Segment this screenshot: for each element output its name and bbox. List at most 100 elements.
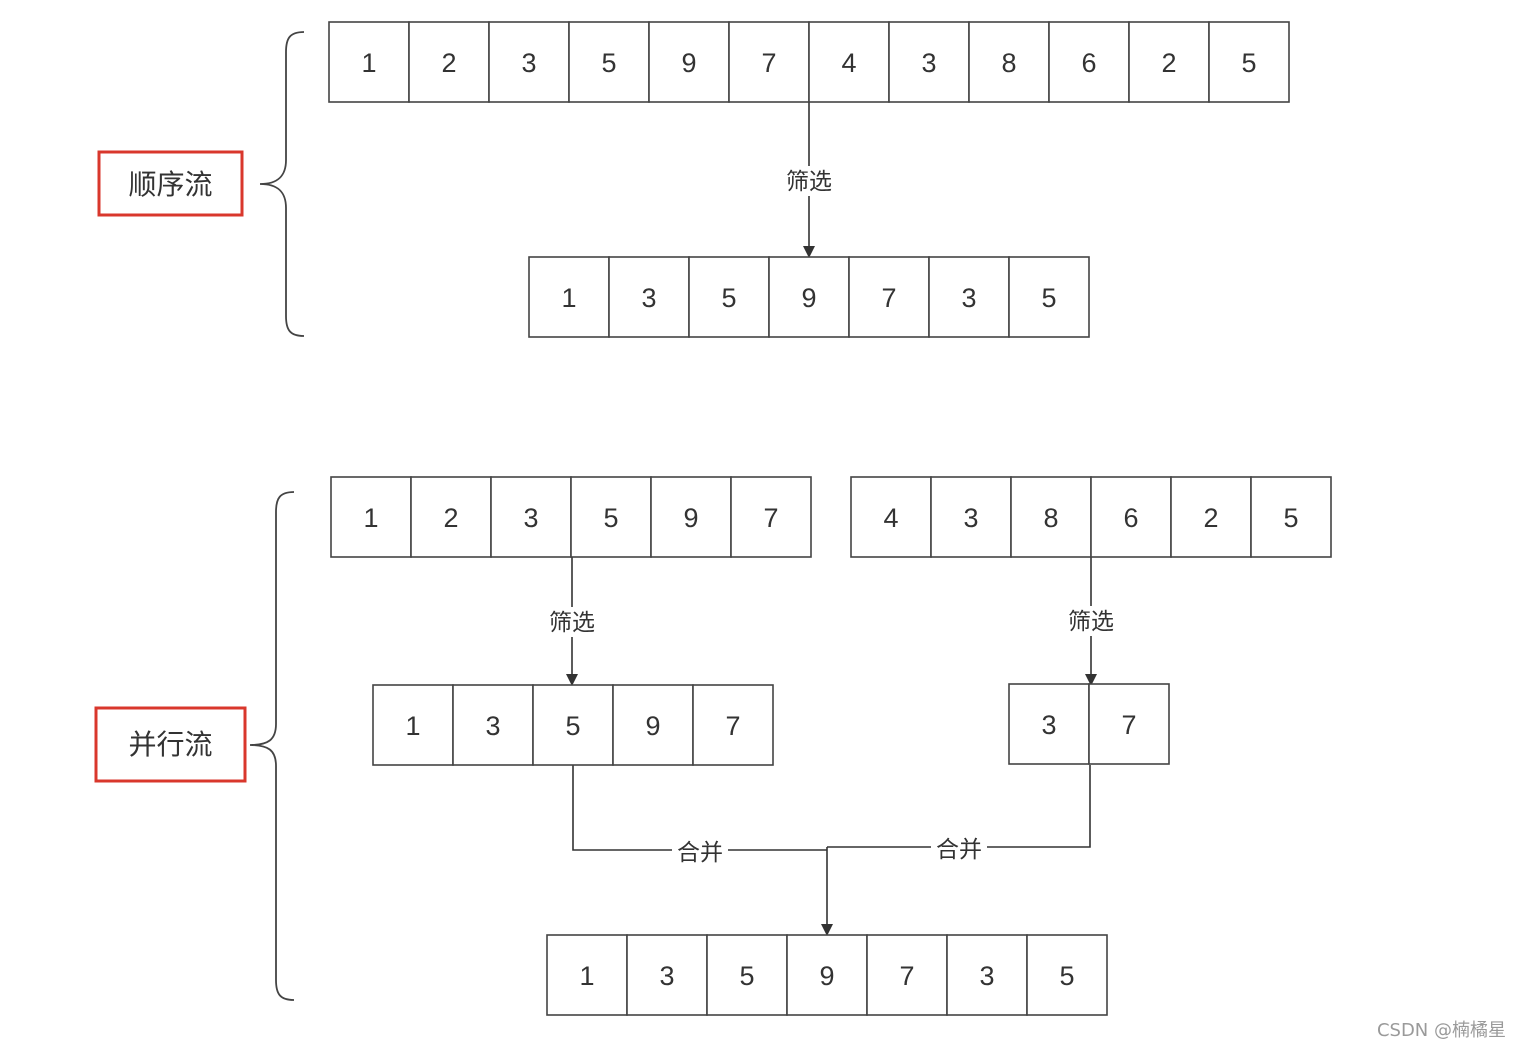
array-cell: 1 bbox=[528, 256, 610, 338]
array-cell-value: 1 bbox=[405, 711, 420, 741]
array-cell-box bbox=[626, 934, 708, 1016]
array-cell-value: 1 bbox=[361, 48, 376, 78]
array-cell-box bbox=[706, 934, 788, 1016]
svg-text:筛选: 筛选 bbox=[1068, 609, 1114, 635]
sequential-title-box: 顺序流 bbox=[97, 150, 244, 217]
array-cell-box bbox=[866, 934, 948, 1016]
array-cell: 2 bbox=[1128, 21, 1210, 103]
svg-text:合并: 合并 bbox=[677, 840, 723, 866]
array-cell: 5 bbox=[570, 476, 652, 558]
array-cell: 5 bbox=[1250, 476, 1332, 558]
array-cell-box bbox=[650, 476, 732, 558]
array-cell-box bbox=[848, 256, 930, 338]
array-cell: 3 bbox=[608, 256, 690, 338]
array-cell-box bbox=[532, 684, 614, 766]
array-cell-box bbox=[692, 684, 774, 766]
array-cell-box bbox=[568, 21, 650, 103]
array-cell: 7 bbox=[730, 476, 812, 558]
array-cell-box bbox=[1026, 934, 1108, 1016]
array-cell-box bbox=[1250, 476, 1332, 558]
array-cell: 6 bbox=[1090, 476, 1172, 558]
array-cell-value: 3 bbox=[659, 961, 674, 991]
par-input-right-array: 4 3 8 6 2 5 bbox=[850, 476, 1332, 558]
array-cell-value: 2 bbox=[1203, 503, 1218, 533]
array-cell: 7 bbox=[866, 934, 948, 1016]
array-cell-box bbox=[1048, 21, 1130, 103]
array-cell-box bbox=[1088, 683, 1170, 765]
array-cell-box bbox=[688, 256, 770, 338]
array-cell: 3 bbox=[930, 476, 1012, 558]
array-cell-value: 3 bbox=[521, 48, 536, 78]
array-cell-box bbox=[888, 21, 970, 103]
array-cell: 3 bbox=[1008, 683, 1090, 765]
array-cell-value: 3 bbox=[979, 961, 994, 991]
array-cell-value: 7 bbox=[1121, 710, 1136, 740]
array-cell-value: 1 bbox=[579, 961, 594, 991]
array-cell-value: 7 bbox=[881, 283, 896, 313]
array-cell-box bbox=[1008, 256, 1090, 338]
array-cell: 5 bbox=[688, 256, 770, 338]
array-cell: 9 bbox=[612, 684, 694, 766]
array-cell: 5 bbox=[1026, 934, 1108, 1016]
array-cell: 9 bbox=[648, 21, 730, 103]
array-cell-value: 7 bbox=[725, 711, 740, 741]
array-cell-value: 5 bbox=[721, 283, 736, 313]
array-cell-value: 1 bbox=[363, 503, 378, 533]
array-cell: 3 bbox=[452, 684, 534, 766]
array-cell: 1 bbox=[328, 21, 410, 103]
array-cell: 5 bbox=[1008, 256, 1090, 338]
array-cell-box bbox=[808, 21, 890, 103]
array-cell-value: 2 bbox=[441, 48, 456, 78]
array-cell-box bbox=[408, 21, 490, 103]
array-cell-box bbox=[928, 256, 1010, 338]
sequential-title: 顺序流 bbox=[128, 168, 212, 201]
par-output-array: 1 3 5 9 7 3 5 bbox=[546, 934, 1108, 1016]
array-cell: 4 bbox=[808, 21, 890, 103]
array-cell: 8 bbox=[1010, 476, 1092, 558]
array-cell-value: 7 bbox=[899, 961, 914, 991]
array-cell: 5 bbox=[568, 21, 650, 103]
array-cell-box bbox=[1170, 476, 1252, 558]
array-cell: 5 bbox=[706, 934, 788, 1016]
array-cell-value: 8 bbox=[1043, 503, 1058, 533]
array-cell-box bbox=[608, 256, 690, 338]
array-cell-value: 5 bbox=[1041, 283, 1056, 313]
array-cell: 2 bbox=[410, 476, 492, 558]
array-cell-value: 2 bbox=[443, 503, 458, 533]
array-cell: 2 bbox=[408, 21, 490, 103]
array-cell-box bbox=[1010, 476, 1092, 558]
array-cell-box bbox=[570, 476, 652, 558]
array-cell-value: 3 bbox=[485, 711, 500, 741]
array-cell-box bbox=[490, 476, 572, 558]
array-cell: 3 bbox=[888, 21, 970, 103]
svg-text:合并: 合并 bbox=[936, 837, 982, 863]
array-cell-box bbox=[612, 684, 694, 766]
array-cell: 7 bbox=[848, 256, 930, 338]
array-cell-box bbox=[728, 21, 810, 103]
array-cell-box bbox=[786, 934, 868, 1016]
array-cell: 6 bbox=[1048, 21, 1130, 103]
array-cell-box bbox=[1128, 21, 1210, 103]
merge-right-label: 合并 bbox=[931, 834, 987, 864]
array-cell-value: 9 bbox=[645, 711, 660, 741]
merge-connector-right bbox=[827, 765, 1091, 848]
array-cell-value: 9 bbox=[819, 961, 834, 991]
array-cell-value: 3 bbox=[921, 48, 936, 78]
array-cell-value: 8 bbox=[1001, 48, 1016, 78]
array-cell-box bbox=[1208, 21, 1290, 103]
array-cell: 7 bbox=[728, 21, 810, 103]
array-cell: 8 bbox=[968, 21, 1050, 103]
array-cell-value: 9 bbox=[681, 48, 696, 78]
array-cell-value: 3 bbox=[641, 283, 656, 313]
array-cell: 1 bbox=[330, 476, 412, 558]
array-cell-value: 4 bbox=[883, 503, 898, 533]
svg-text:筛选: 筛选 bbox=[786, 169, 832, 195]
array-cell: 3 bbox=[946, 934, 1028, 1016]
array-cell-box bbox=[528, 256, 610, 338]
